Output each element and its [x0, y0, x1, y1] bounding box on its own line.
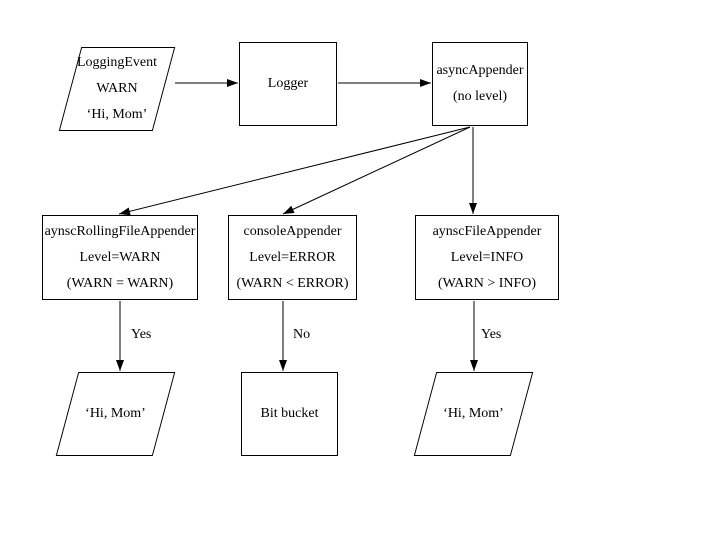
node-hi-mom-right: ‘Hi, Mom’ [413, 372, 534, 456]
node-logging-event: LoggingEvent WARN ‘Hi, Mom’ [58, 47, 176, 131]
node-text: ‘Hi, Mom’ [86, 107, 148, 122]
node-text: consoleAppender [243, 223, 342, 239]
node-text: asyncAppender [436, 63, 524, 78]
node-file-appender: aynscFileAppender Level=INFO (WARN > INF… [415, 215, 559, 300]
node-text: (WARN < ERROR) [236, 275, 349, 291]
node-text: Bit bucket [260, 406, 319, 421]
node-text: WARN [96, 81, 138, 96]
node-text: Logger [267, 76, 309, 91]
node-text: LoggingEvent [76, 55, 158, 70]
node-console-appender: consoleAppender Level=ERROR (WARN < ERRO… [228, 215, 357, 300]
edge-asyncappender-to-consoleappender [282, 126, 471, 215]
node-text: (WARN = WARN) [66, 275, 174, 291]
edge-label-yes-right: Yes [481, 327, 502, 342]
node-hi-mom-left: ‘Hi, Mom’ [55, 372, 176, 456]
node-bit-bucket: Bit bucket [241, 372, 338, 456]
node-text: aynscFileAppender [432, 223, 542, 239]
edge-asyncappender-to-rollingfileappender [118, 126, 471, 216]
node-text: Level=WARN [79, 249, 161, 265]
node-text: (WARN > INFO) [437, 275, 537, 291]
node-text: aynscRollingFileAppender [44, 223, 196, 239]
node-logger: Logger [239, 42, 337, 126]
node-rolling-file-appender: aynscRollingFileAppender Level=WARN (WAR… [42, 215, 198, 300]
edge-label-yes-left: Yes [131, 327, 152, 342]
node-async-appender: asyncAppender (no level) [432, 42, 528, 126]
node-text: ‘Hi, Mom’ [85, 406, 146, 421]
node-text: Level=ERROR [249, 249, 336, 265]
node-text: (no level) [452, 89, 508, 104]
node-text: ‘Hi, Mom’ [443, 406, 504, 421]
node-text: Level=INFO [450, 249, 524, 265]
edge-label-no: No [293, 327, 311, 342]
